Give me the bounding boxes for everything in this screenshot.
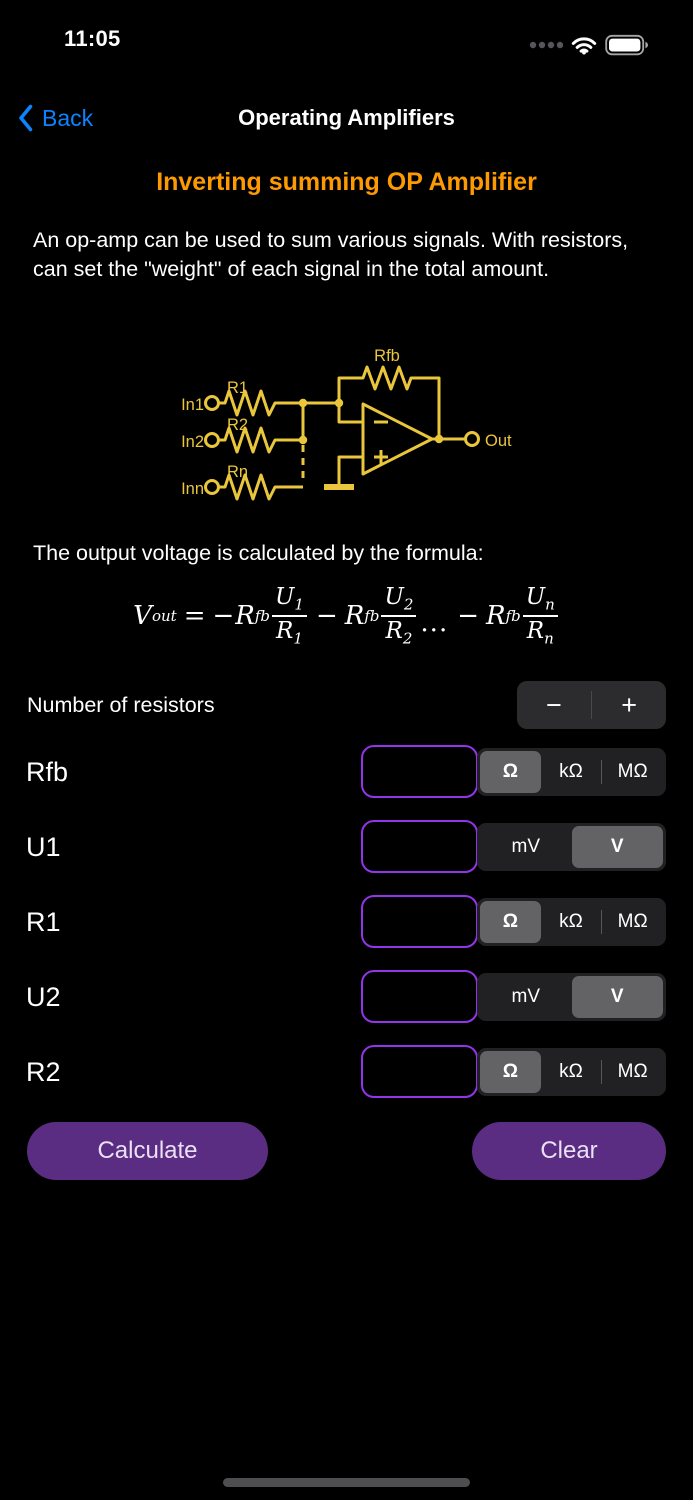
clear-button[interactable]: Clear <box>472 1122 666 1180</box>
r2-input[interactable] <box>361 1045 478 1098</box>
label-in2: In2 <box>181 433 204 451</box>
u1-input[interactable] <box>361 820 478 873</box>
label-inn: Inn <box>181 480 204 498</box>
resistor-r1 <box>219 389 303 417</box>
r1-label: R1 <box>26 907 61 937</box>
label-rn: Rn <box>227 463 248 481</box>
u2-input[interactable] <box>361 970 478 1023</box>
unit-option-mohm[interactable]: MΩ <box>617 1061 648 1082</box>
inn-terminal <box>204 479 220 495</box>
u1-label: U1 <box>26 832 61 862</box>
decrement-button[interactable]: − <box>545 689 562 720</box>
u1-unit-segmented-control: mV V <box>477 823 666 871</box>
unit-option-mohm[interactable]: MΩ <box>617 911 648 932</box>
section-heading: Inverting summing OP Amplifier <box>156 168 537 196</box>
status-time: 11:05 <box>64 26 121 51</box>
unit-option-v[interactable]: V <box>571 976 663 1018</box>
resistor-count-label: Number of resistors <box>27 693 215 717</box>
rfb-row: Rfb Ω kΩ MΩ <box>0 745 693 799</box>
unit-option-mv[interactable]: mV <box>511 986 541 1007</box>
back-label: Back <box>42 104 94 131</box>
label-r1: R1 <box>227 379 248 397</box>
nav-bar: Back Operating Amplifiers <box>0 96 693 140</box>
r2-label: R2 <box>26 1057 61 1087</box>
opamp-circuit-diagram: In1 In2 Inn R1 R2 Rn Rfb Out <box>181 347 512 501</box>
label-out: Out <box>485 432 512 450</box>
in1-terminal <box>204 395 220 411</box>
unit-option-kohm[interactable]: kΩ <box>559 911 583 932</box>
unit-option-ohm[interactable]: Ω <box>480 1051 541 1093</box>
rfb-label: Rfb <box>26 757 69 787</box>
chevron-left-icon <box>19 104 33 132</box>
resistor-count-row: Number of resistors − + <box>0 681 693 735</box>
out-terminal <box>464 431 480 447</box>
u2-label: U2 <box>26 982 61 1012</box>
opamp-triangle <box>361 402 434 476</box>
wifi-icon <box>571 36 597 54</box>
resistor-rfb <box>337 365 441 437</box>
stepper-divider <box>590 691 593 719</box>
unit-option-kohm[interactable]: kΩ <box>559 1061 583 1082</box>
status-icons <box>529 32 649 58</box>
u2-row: U2 mV V <box>0 970 693 1024</box>
segment-divider <box>601 910 603 934</box>
in2-terminal <box>204 432 220 448</box>
rfb-unit-segmented-control: Ω kΩ MΩ <box>477 748 666 796</box>
label-in1: In1 <box>181 396 204 414</box>
r2-row: R2 Ω kΩ MΩ <box>0 1045 693 1099</box>
label-r2: R2 <box>227 416 248 434</box>
unit-option-kohm[interactable]: kΩ <box>559 761 583 782</box>
resistor-rn <box>219 473 303 501</box>
unit-option-v[interactable]: V <box>571 826 663 868</box>
u1-row: U1 mV V <box>0 820 693 874</box>
description-text: An op-amp can be used to sum various sig… <box>33 228 629 281</box>
r1-input[interactable] <box>361 895 478 948</box>
resistor-count-stepper: − + <box>517 681 666 729</box>
segment-divider <box>601 1060 603 1084</box>
back-button[interactable]: Back <box>18 96 93 140</box>
resistor-r2 <box>219 426 303 454</box>
calculate-button[interactable]: Calculate <box>27 1122 268 1180</box>
r1-row: R1 Ω kΩ MΩ <box>0 895 693 949</box>
unit-option-mv[interactable]: mV <box>511 836 541 857</box>
label-rfb: Rfb <box>374 347 400 365</box>
page-title: Operating Amplifiers <box>238 105 455 130</box>
unit-option-ohm[interactable]: Ω <box>480 901 541 943</box>
rfb-input[interactable] <box>361 745 478 798</box>
unit-option-ohm[interactable]: Ω <box>480 751 541 793</box>
unit-option-mohm[interactable]: MΩ <box>617 761 648 782</box>
r1-unit-segmented-control: Ω kΩ MΩ <box>477 898 666 946</box>
cellular-signal-icon <box>529 41 563 49</box>
battery-icon <box>605 34 648 56</box>
increment-button[interactable]: + <box>621 689 638 720</box>
segment-divider <box>601 760 603 784</box>
r2-unit-segmented-control: Ω kΩ MΩ <box>477 1048 666 1096</box>
home-indicator[interactable] <box>223 1478 470 1487</box>
formula-intro: The output voltage is calculated by the … <box>33 541 484 565</box>
u2-unit-segmented-control: mV V <box>477 973 666 1021</box>
